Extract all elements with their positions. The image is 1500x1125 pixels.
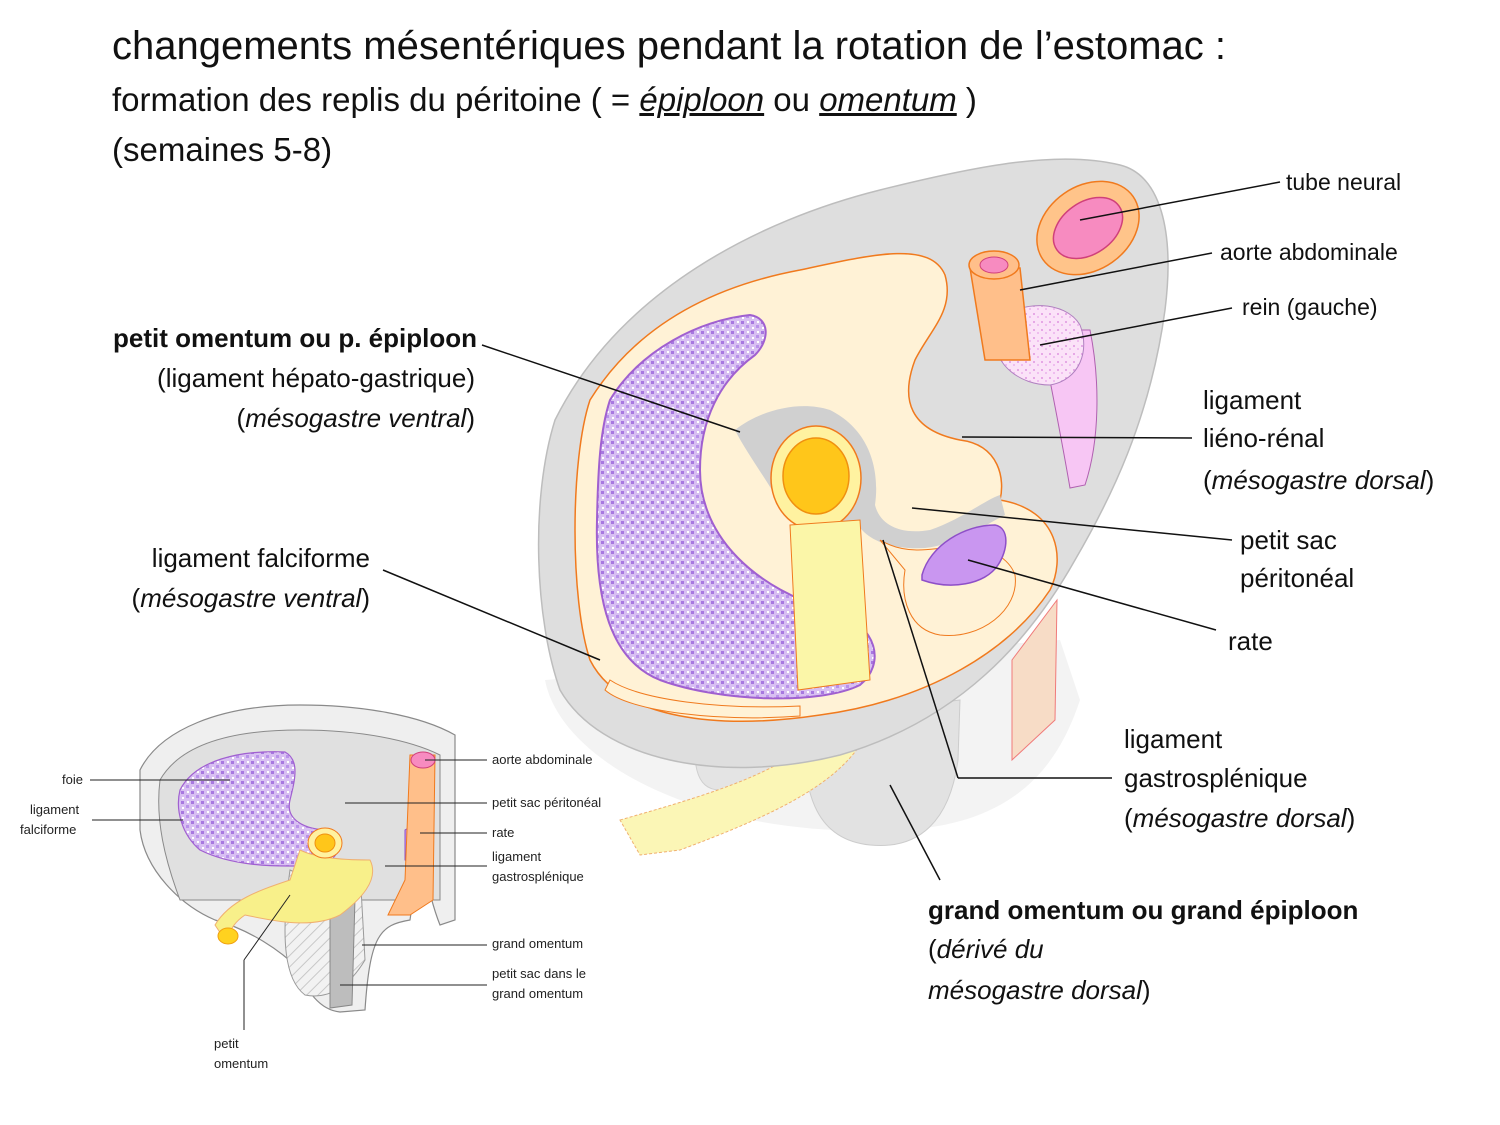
subtitle-term-omentum: omentum xyxy=(819,81,957,118)
inset-label-gastro-1: ligament xyxy=(492,849,542,864)
leader-lines xyxy=(382,181,1281,881)
label-rate: rate xyxy=(1228,626,1273,656)
inset-leader-lines xyxy=(90,759,487,1030)
subtitle-prefix: formation des replis du péritoine ( = xyxy=(112,81,640,118)
label-rein: rein (gauche) xyxy=(1242,294,1378,320)
label-gastro-1: ligament xyxy=(1124,724,1223,754)
label-gastro-2: gastrosplénique xyxy=(1124,763,1308,793)
page-title: changements mésentériques pendant la rot… xyxy=(112,24,1227,68)
label-falci-2: (mésogastre ventral) xyxy=(131,583,370,613)
neural-tube-inner xyxy=(1052,196,1124,260)
label-lieno-3: (mésogastre dorsal) xyxy=(1203,465,1435,495)
label-petit-om-2: (ligament hépato-gastrique) xyxy=(157,363,475,393)
stomach-tube xyxy=(789,519,871,691)
inset-diagram xyxy=(139,704,456,1013)
inset-label-petit-sac: petit sac péritonéal xyxy=(492,795,602,810)
label-petit-sac-2: péritonéal xyxy=(1240,563,1355,593)
label-grand-1: grand omentum ou grand épiploon xyxy=(928,895,1359,925)
falciform-band xyxy=(604,679,801,719)
period-label: (semaines 5-8) xyxy=(112,131,333,168)
inset-label-petit-omentum-1: petit xyxy=(214,1036,239,1051)
inset-label-grand-omentum: grand omentum xyxy=(492,936,584,951)
inset-label-petit-omentum-2: omentum xyxy=(214,1056,269,1071)
label-petit-om-1: petit omentum ou p. épiploon xyxy=(113,323,477,353)
inset-label-petit-sac-grand-1: petit sac dans le xyxy=(492,966,586,981)
inset-label-aorte: aorte abdominale xyxy=(492,752,593,767)
label-petit-sac-1: petit sac xyxy=(1240,525,1337,555)
label-aorte: aorte abdominale xyxy=(1220,239,1398,265)
page-subtitle: formation des replis du péritoine ( = ép… xyxy=(112,80,977,120)
label-lieno-2: liéno-rénal xyxy=(1203,423,1325,453)
aorta-lumen xyxy=(979,256,1009,274)
spleen xyxy=(921,524,1007,586)
label-lieno-1: ligament xyxy=(1203,385,1302,415)
label-tube-neural: tube neural xyxy=(1286,169,1402,195)
label-grand-2: (dérivé du xyxy=(928,934,1044,964)
gastrosplenic-sheet xyxy=(1011,598,1058,762)
subtitle-term-epiploon: épiploon xyxy=(639,81,765,118)
label-gastro-3: (mésogastre dorsal) xyxy=(1124,803,1356,833)
label-falci-1: ligament falciforme xyxy=(151,543,370,573)
inset-label-petit-sac-grand-2: grand omentum xyxy=(492,986,584,1001)
subtitle-suffix: ) xyxy=(956,81,977,118)
inset-label-falci-1: ligament xyxy=(30,802,80,817)
label-petit-om-3: (mésogastre ventral) xyxy=(236,403,475,433)
label-grand-3: mésogastre dorsal) xyxy=(928,975,1151,1005)
stomach-lumen xyxy=(782,437,850,515)
subtitle-middle: ou xyxy=(764,81,820,118)
inset-label-falci-2: falciforme xyxy=(20,822,77,837)
inset-label-foie: foie xyxy=(62,772,83,787)
inset-label-rate: rate xyxy=(492,825,515,840)
inset-label-gastro-2: gastrosplénique xyxy=(492,869,584,884)
